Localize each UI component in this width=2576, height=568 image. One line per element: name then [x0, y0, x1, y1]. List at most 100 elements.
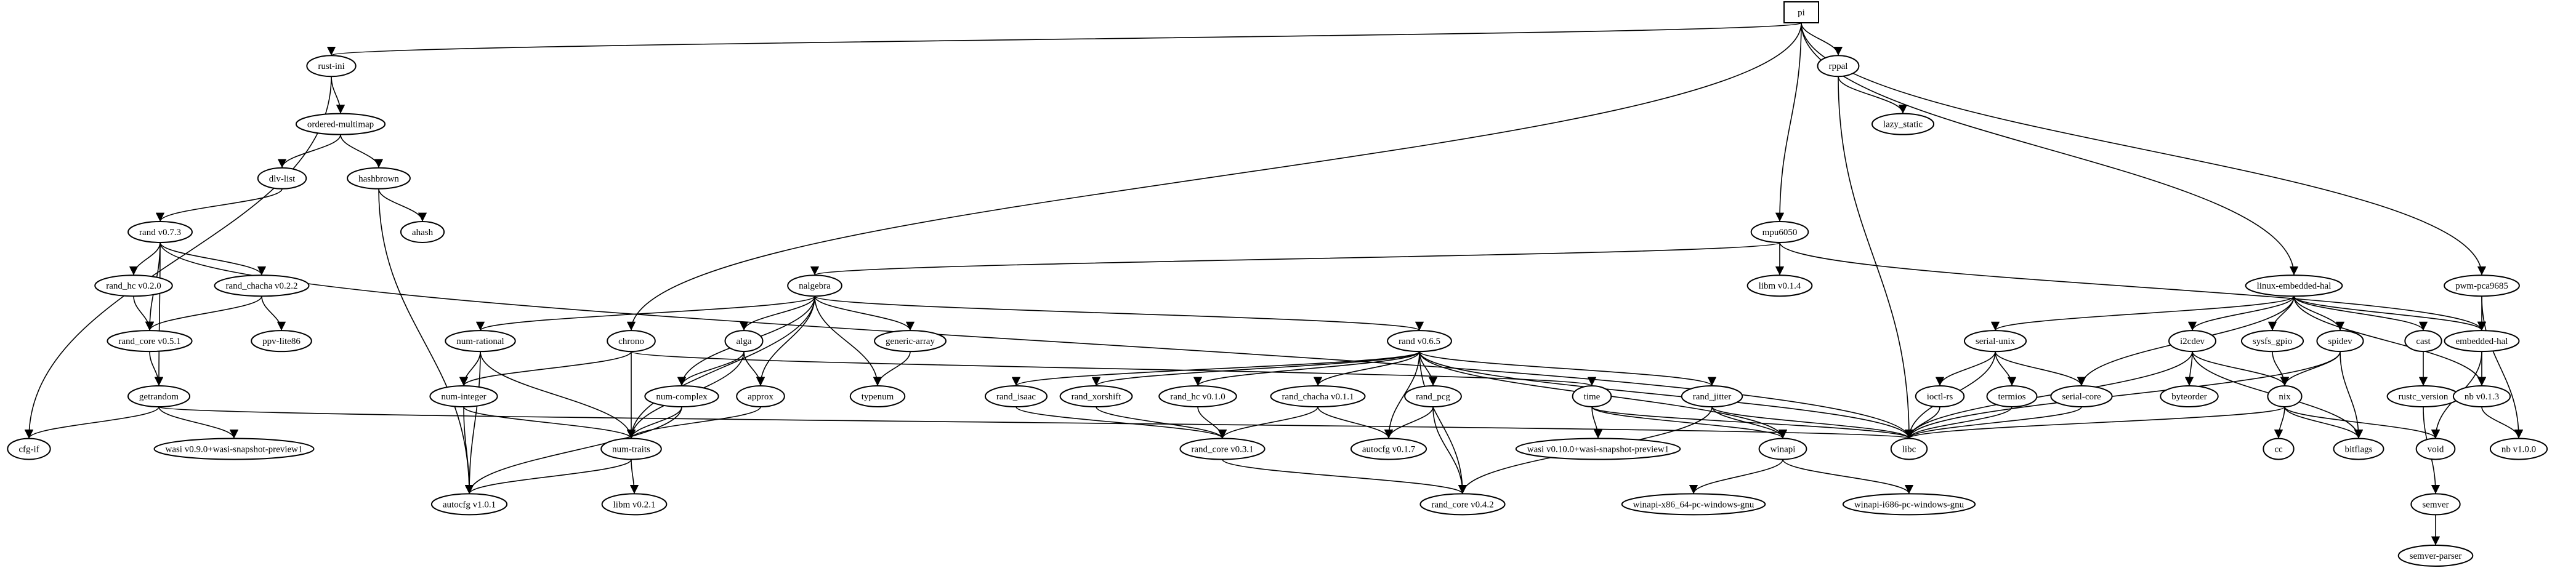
node-semver[interactable]: semver	[2410, 493, 2461, 516]
node-label-rppal: rppal	[1829, 62, 1848, 71]
node-rand_chacha-022[interactable]: rand_chacha v0.2.2	[214, 274, 310, 297]
node-linux-embedded-hal[interactable]: linux-embedded-hal	[2245, 274, 2343, 297]
node-rand_chacha-011[interactable]: rand_chacha v0.1.1	[1270, 385, 1366, 408]
node-label-i2cdev: i2cdev	[2180, 337, 2205, 346]
edge-rand_chacha-022-to-ppv-lite86	[261, 296, 286, 331]
node-approx[interactable]: approx	[736, 385, 785, 408]
node-embedded-hal[interactable]: embedded-hal	[2444, 330, 2520, 353]
node-sysfs_gpio[interactable]: sysfs_gpio	[2240, 330, 2304, 353]
node-shape-semver-parser	[2397, 545, 2474, 567]
node-winapi[interactable]: winapi	[1758, 438, 1807, 460]
node-libm-014[interactable]: libm v0.1.4	[1746, 274, 1813, 297]
node-rand_xorshift[interactable]: rand_xorshift	[1059, 385, 1133, 408]
node-label-autocfg-017: autocfg v0.1.7	[1362, 444, 1416, 454]
edge-nalgebra-to-approx	[756, 296, 815, 386]
node-label-rand_core-031: rand_core v0.3.1	[1191, 444, 1253, 454]
node-bitflags[interactable]: bitflags	[2333, 438, 2384, 460]
node-label-hashbrown: hashbrown	[358, 174, 399, 184]
edge-rand-065-to-rand_core-042	[1419, 351, 1468, 494]
node-libm-021[interactable]: libm v0.2.1	[601, 493, 668, 516]
node-rand_hc-020[interactable]: rand_hc v0.2.0	[94, 274, 173, 297]
edge-nb-013-to-nb-100	[2481, 406, 2524, 439]
node-cc[interactable]: cc	[2263, 438, 2295, 460]
node-mpu6050[interactable]: mpu6050	[1750, 220, 1809, 243]
edge-nalgebra-to-generic-array	[814, 295, 915, 331]
node-time[interactable]: time	[1572, 385, 1612, 408]
node-generic-array[interactable]: generic-array	[874, 330, 947, 353]
node-rand_hc-010[interactable]: rand_hc v0.1.0	[1158, 385, 1237, 408]
node-rand_core-031[interactable]: rand_core v0.3.1	[1179, 438, 1266, 460]
node-i2cdev[interactable]: i2cdev	[2168, 330, 2216, 353]
node-nalgebra[interactable]: nalgebra	[787, 274, 842, 297]
node-lazy_static[interactable]: lazy_static	[1871, 113, 1935, 135]
node-void[interactable]: void	[2415, 438, 2456, 460]
node-chrono[interactable]: chrono	[607, 330, 656, 353]
edge-spidev-to-libc	[1904, 351, 2341, 439]
node-byteorder[interactable]: byteorder	[2160, 385, 2219, 408]
edge-rand_chacha-022-to-rand_core-051	[145, 295, 262, 331]
node-num-integer[interactable]: num-integer	[429, 385, 498, 408]
node-ahash[interactable]: ahash	[400, 220, 445, 243]
node-typenum[interactable]: typenum	[849, 385, 906, 408]
node-alga[interactable]: alga	[724, 330, 764, 353]
node-shape-getrandom	[127, 385, 191, 408]
node-shape-rand_chacha-011	[1270, 385, 1366, 408]
node-shape-rand_jitter	[1681, 385, 1743, 408]
node-shape-byteorder	[2160, 385, 2219, 408]
node-rand_pcg[interactable]: rand_pcg	[1404, 385, 1462, 408]
node-label-wasi-090: wasi v0.9.0+wasi-snapshot-preview1	[165, 444, 302, 454]
node-ppv-lite86[interactable]: ppv-lite86	[251, 330, 312, 353]
node-rand-065[interactable]: rand v0.6.5	[1387, 330, 1452, 353]
node-serial-unix[interactable]: serial-unix	[1963, 330, 2027, 353]
node-winapi-i686[interactable]: winapi-i686-pc-windows-gnu	[1842, 493, 1976, 516]
node-termios[interactable]: termios	[1986, 385, 2038, 408]
node-shape-libm-014	[1746, 274, 1813, 297]
node-autocfg-101[interactable]: autocfg v1.0.1	[430, 493, 508, 516]
node-dlv-list[interactable]: dlv-list	[257, 167, 307, 190]
node-libc[interactable]: libc	[1890, 438, 1928, 460]
node-num-traits[interactable]: num-traits	[600, 438, 662, 460]
node-nix[interactable]: nix	[2267, 385, 2303, 408]
node-autocfg-017[interactable]: autocfg v0.1.7	[1350, 438, 1427, 460]
edge-mpu6050-to-nalgebra	[810, 242, 1780, 276]
node-num-rational[interactable]: num-rational	[445, 330, 516, 353]
edge-rand_chacha-011-to-autocfg-017	[1317, 406, 1394, 439]
node-num-complex[interactable]: num-complex	[644, 385, 719, 408]
node-rand_core-051[interactable]: rand_core v0.5.1	[107, 330, 193, 353]
node-rand_isaac[interactable]: rand_isaac	[984, 385, 1048, 408]
node-shape-winapi-x86_64	[1621, 493, 1766, 516]
node-shape-libm-021	[601, 493, 668, 516]
node-semver-parser[interactable]: semver-parser	[2397, 545, 2474, 567]
node-label-chrono: chrono	[618, 337, 644, 346]
node-spidev[interactable]: spidev	[2316, 330, 2364, 353]
node-ioctl-rs[interactable]: ioctl-rs	[1915, 385, 1965, 408]
node-cfg-if[interactable]: cfg-if	[7, 438, 51, 460]
node-ordered-multimap[interactable]: ordered-multimap	[295, 113, 386, 135]
node-serial-core[interactable]: serial-core	[2050, 385, 2113, 408]
node-label-rustc_version: rustc_version	[2399, 392, 2449, 402]
node-winapi-x86_64[interactable]: winapi-x86_64-pc-windows-gnu	[1621, 493, 1766, 516]
node-rand_core-042[interactable]: rand_core v0.4.2	[1419, 493, 1506, 516]
edge-num-integer-to-num-traits	[463, 406, 636, 439]
edge-generic-array-to-typenum	[873, 351, 911, 386]
node-wasi-0100[interactable]: wasi v0.10.0+wasi-snapshot-preview1	[1515, 438, 1681, 460]
node-getrandom[interactable]: getrandom	[127, 385, 191, 408]
node-rand_jitter[interactable]: rand_jitter	[1681, 385, 1743, 408]
node-nb-013[interactable]: nb v0.1.3	[2452, 385, 2511, 408]
node-cast[interactable]: cast	[2404, 330, 2442, 353]
node-pwm-pca9685[interactable]: pwm-pca9685	[2444, 274, 2520, 297]
node-label-linux-embedded-hal: linux-embedded-hal	[2257, 281, 2332, 291]
node-wasi-090[interactable]: wasi v0.9.0+wasi-snapshot-preview1	[153, 438, 315, 460]
node-shape-rand_xorshift	[1059, 385, 1133, 408]
node-nb-100[interactable]: nb v1.0.0	[2489, 438, 2548, 460]
node-pi[interactable]: pi	[1783, 1, 1819, 23]
node-rustc_version[interactable]: rustc_version	[2386, 385, 2460, 408]
edge-ordered-multimap-to-dlv-list	[277, 134, 341, 168]
node-shape-semver	[2410, 493, 2461, 516]
node-label-spidev: spidev	[2328, 337, 2352, 346]
node-rppal[interactable]: rppal	[1817, 55, 1860, 78]
node-rust-ini[interactable]: rust-ini	[306, 55, 357, 78]
node-hashbrown[interactable]: hashbrown	[347, 167, 411, 190]
node-label-libc: libc	[1902, 444, 1916, 454]
node-rand-073[interactable]: rand v0.7.3	[127, 220, 193, 243]
